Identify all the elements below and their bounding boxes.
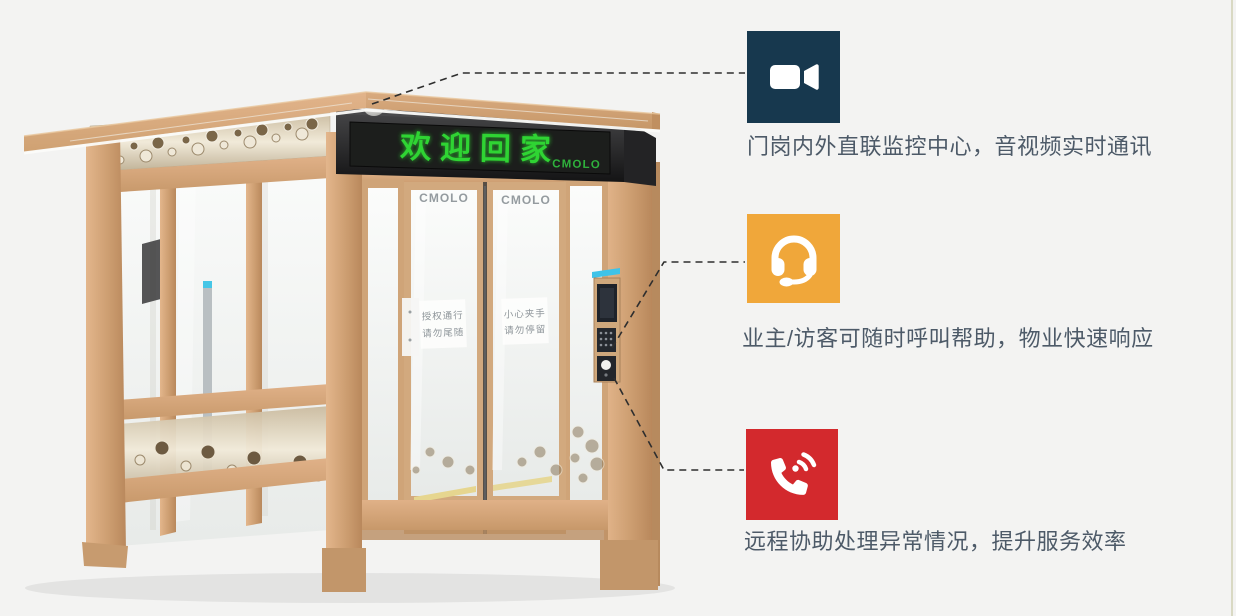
- led-sign: 欢迎回家 欢迎回家 CMOLO: [336, 108, 656, 186]
- callout-connector-lines: [371, 72, 745, 471]
- connector-phone: [613, 377, 744, 471]
- caption-monitoring: 门岗内外直联监控中心，音视频实时通讯: [747, 134, 1153, 159]
- warning-sticker-right: 小心夹手 请勿停留: [501, 297, 549, 345]
- phone-call-icon: [746, 429, 838, 520]
- connector-headset: [611, 261, 745, 349]
- front-perforations: [411, 425, 605, 484]
- svg-text:请勿尾随: 请勿尾随: [422, 326, 464, 339]
- call-button: [601, 360, 611, 370]
- welcome-led-glow: 欢迎回家: [399, 129, 561, 167]
- door-brand-right: CMOLO: [501, 193, 551, 207]
- cmolo-logo-text: CMOLO: [552, 158, 601, 171]
- headset-icon: [747, 214, 840, 303]
- access-control-panel: [592, 268, 621, 383]
- roof: [23, 91, 661, 155]
- svg-text:授权通行: 授权通行: [422, 309, 464, 322]
- phone-call-glyph: [771, 451, 817, 495]
- video-camera-glyph: [769, 64, 819, 90]
- blue-light-strip: [592, 268, 620, 278]
- sliding-door-left: CMOLO: [404, 182, 484, 534]
- headset-glyph: [771, 235, 816, 286]
- door-brand-left: CMOLO: [419, 191, 469, 205]
- indoor-unit-pole: [203, 287, 212, 472]
- left-side-wall: [82, 111, 331, 568]
- front-left-pillar: [326, 132, 362, 588]
- svg-text:请勿停留: 请勿停留: [504, 323, 546, 336]
- page-edge-line: [1231, 0, 1233, 616]
- video-camera-icon: [747, 31, 840, 123]
- caption-remote-assist: 远程协助处理异常情况，提升服务效率: [744, 529, 1127, 554]
- welcome-led-text: 欢迎回家: [399, 129, 561, 167]
- warning-sticker-left: 授权通行 请勿尾随: [419, 299, 467, 349]
- svg-text:小心夹手: 小心夹手: [504, 307, 546, 320]
- caption-call-help: 业主/访客可随时呼叫帮助，物业快速响应: [742, 326, 1154, 351]
